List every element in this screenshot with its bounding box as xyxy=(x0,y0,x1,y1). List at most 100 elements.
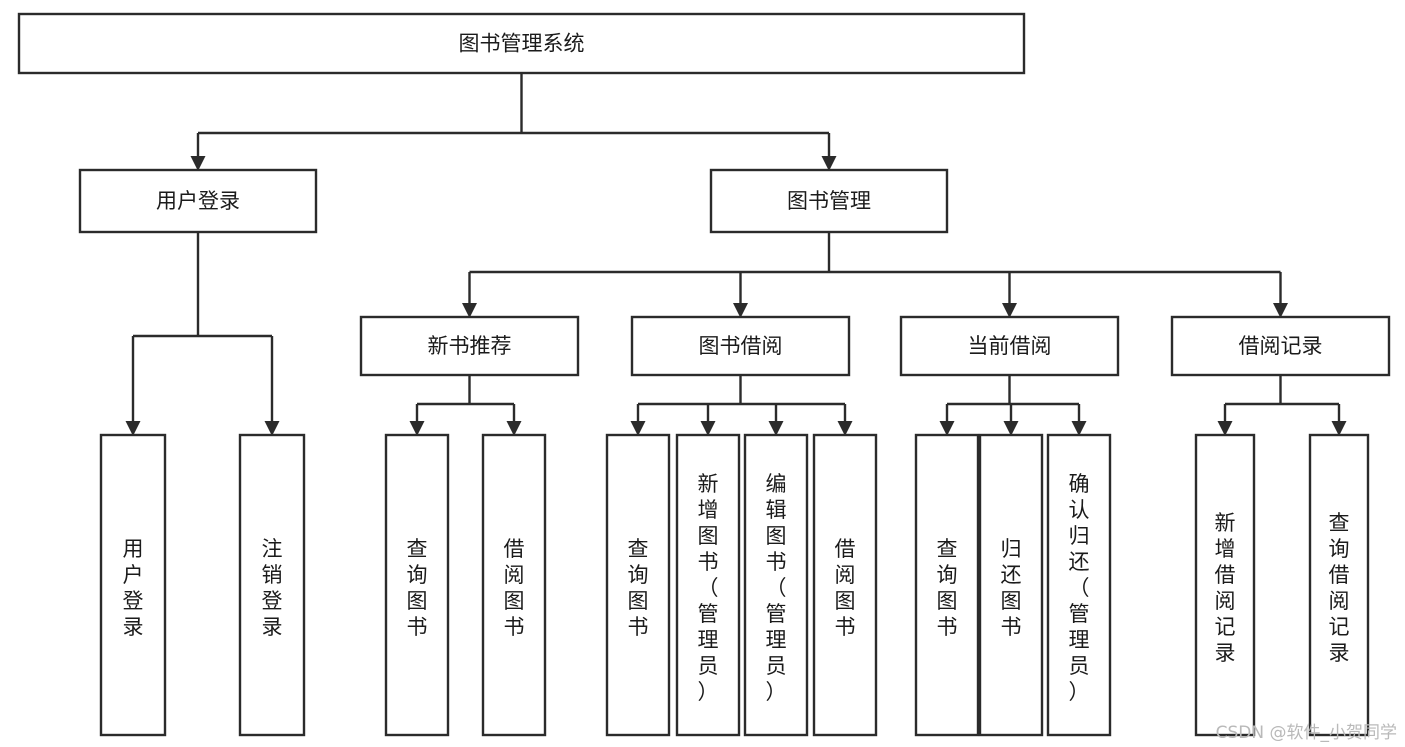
node-box[interactable] xyxy=(630,315,851,377)
arrow-head-icon xyxy=(939,421,955,436)
node-label-char: 阅 xyxy=(835,563,856,587)
node-label: 新书推荐 xyxy=(428,334,512,358)
node-label-char: 查 xyxy=(1329,511,1350,535)
node-label-char: 理 xyxy=(766,628,787,652)
node-label-char: 增 xyxy=(1215,537,1236,561)
node-label: 确认归还（管理员） xyxy=(1069,472,1090,704)
node-box[interactable] xyxy=(384,433,450,737)
node-label-char: 书 xyxy=(835,615,856,639)
node-box[interactable] xyxy=(899,315,1120,377)
node-label-char: 书 xyxy=(1001,615,1022,639)
node-label-char: 还 xyxy=(1001,563,1022,587)
node-label-char: 询 xyxy=(628,563,649,587)
node-label-char: 户 xyxy=(123,563,144,587)
node-label: 注销登录 xyxy=(262,537,283,639)
node-label-char: 查 xyxy=(407,537,428,561)
connector-layer xyxy=(125,73,1347,436)
node-label-char: 还 xyxy=(1069,550,1090,574)
node-label-char: 图 xyxy=(407,589,428,613)
node-box[interactable] xyxy=(605,433,671,737)
node-label-char: 借 xyxy=(1215,563,1236,587)
node-leaf-cur-1[interactable]: 查询图书 xyxy=(914,433,980,737)
node-bookmgmt[interactable]: 图书管理 xyxy=(709,168,949,234)
arrow-head-icon xyxy=(506,421,522,436)
node-box[interactable] xyxy=(1046,433,1112,737)
node-label-char: 借 xyxy=(835,537,856,561)
node-box[interactable] xyxy=(1170,315,1391,377)
node-newbook[interactable]: 新书推荐 xyxy=(359,315,580,377)
node-records[interactable]: 借阅记录 xyxy=(1170,315,1391,377)
node-label-char: 阅 xyxy=(504,563,525,587)
node-login[interactable]: 用户登录 xyxy=(78,168,318,234)
node-box[interactable] xyxy=(675,433,741,737)
connector-group xyxy=(630,375,853,436)
connector-group xyxy=(409,375,522,436)
node-leaf-login-1[interactable]: 用户登录 xyxy=(99,433,167,737)
arrow-head-icon xyxy=(1217,421,1233,436)
node-leaf-cur-3[interactable]: 确认归还（管理员） xyxy=(1046,433,1112,737)
node-label-char: 辑 xyxy=(766,498,787,522)
node-leaf-new-1[interactable]: 查询图书 xyxy=(384,433,450,737)
node-leaf-borrow-1[interactable]: 查询图书 xyxy=(605,433,671,737)
node-label-char: 确 xyxy=(1069,472,1090,496)
connector-group xyxy=(462,232,1288,318)
node-label: 新增借阅记录 xyxy=(1215,511,1236,665)
node-box[interactable] xyxy=(978,433,1044,737)
node-label: 归还图书 xyxy=(1001,537,1022,639)
node-box[interactable] xyxy=(1194,433,1256,737)
node-box[interactable] xyxy=(709,168,949,234)
node-box[interactable] xyxy=(78,168,318,234)
node-label-char: 书 xyxy=(504,615,525,639)
node-borrow[interactable]: 图书借阅 xyxy=(630,315,851,377)
arrow-head-icon xyxy=(1331,421,1347,436)
node-box[interactable] xyxy=(481,433,547,737)
node-label-char: 增 xyxy=(698,498,719,522)
arrow-head-icon xyxy=(837,421,853,436)
node-box[interactable] xyxy=(1308,433,1370,737)
arrow-head-icon xyxy=(264,421,280,436)
node-label-char: 图 xyxy=(1001,589,1022,613)
node-label-char: ） xyxy=(766,680,787,704)
node-box[interactable] xyxy=(17,12,1026,75)
node-label: 查询图书 xyxy=(628,537,649,639)
node-label: 查询图书 xyxy=(407,537,428,639)
arrow-head-icon xyxy=(125,421,141,436)
node-leaf-borrow-4[interactable]: 借阅图书 xyxy=(812,433,878,737)
node-label-char: 录 xyxy=(262,615,283,639)
node-label: 编辑图书（管理员） xyxy=(766,472,787,704)
node-label-char: 书 xyxy=(698,550,719,574)
node-leaf-borrow-2[interactable]: 新增图书（管理员） xyxy=(675,433,741,737)
node-label-char: 用 xyxy=(123,537,144,561)
node-label-char: 记 xyxy=(1329,615,1350,639)
node-label-char: 查 xyxy=(937,537,958,561)
node-box[interactable] xyxy=(743,433,809,737)
connector-group xyxy=(1217,375,1347,436)
node-label-char: 理 xyxy=(1069,628,1090,652)
node-leaf-rec-1[interactable]: 新增借阅记录 xyxy=(1194,433,1256,737)
node-root[interactable]: 图书管理系统 xyxy=(17,12,1026,75)
node-box[interactable] xyxy=(914,433,980,737)
node-box[interactable] xyxy=(359,315,580,377)
arrow-head-icon xyxy=(821,156,837,171)
node-label-char: 新 xyxy=(698,472,719,496)
node-label-char: 询 xyxy=(407,563,428,587)
node-label-char: 书 xyxy=(937,615,958,639)
node-box[interactable] xyxy=(99,433,167,737)
node-label-char: 理 xyxy=(698,628,719,652)
node-label-char: 登 xyxy=(262,589,283,613)
node-leaf-cur-2[interactable]: 归还图书 xyxy=(978,433,1044,737)
node-box[interactable] xyxy=(238,433,306,737)
node-leaf-new-2[interactable]: 借阅图书 xyxy=(481,433,547,737)
node-label: 借阅图书 xyxy=(835,537,856,639)
node-label-char: 归 xyxy=(1069,524,1090,548)
node-leaf-login-2[interactable]: 注销登录 xyxy=(238,433,306,737)
node-label: 图书管理 xyxy=(787,189,871,213)
node-box[interactable] xyxy=(812,433,878,737)
node-label-char: 录 xyxy=(123,615,144,639)
node-label: 图书借阅 xyxy=(699,334,783,358)
node-leaf-borrow-3[interactable]: 编辑图书（管理员） xyxy=(743,433,809,737)
node-leaf-rec-2[interactable]: 查询借阅记录 xyxy=(1308,433,1370,737)
node-current[interactable]: 当前借阅 xyxy=(899,315,1120,377)
node-label-char: 归 xyxy=(1001,537,1022,561)
node-label-char: 借 xyxy=(504,537,525,561)
